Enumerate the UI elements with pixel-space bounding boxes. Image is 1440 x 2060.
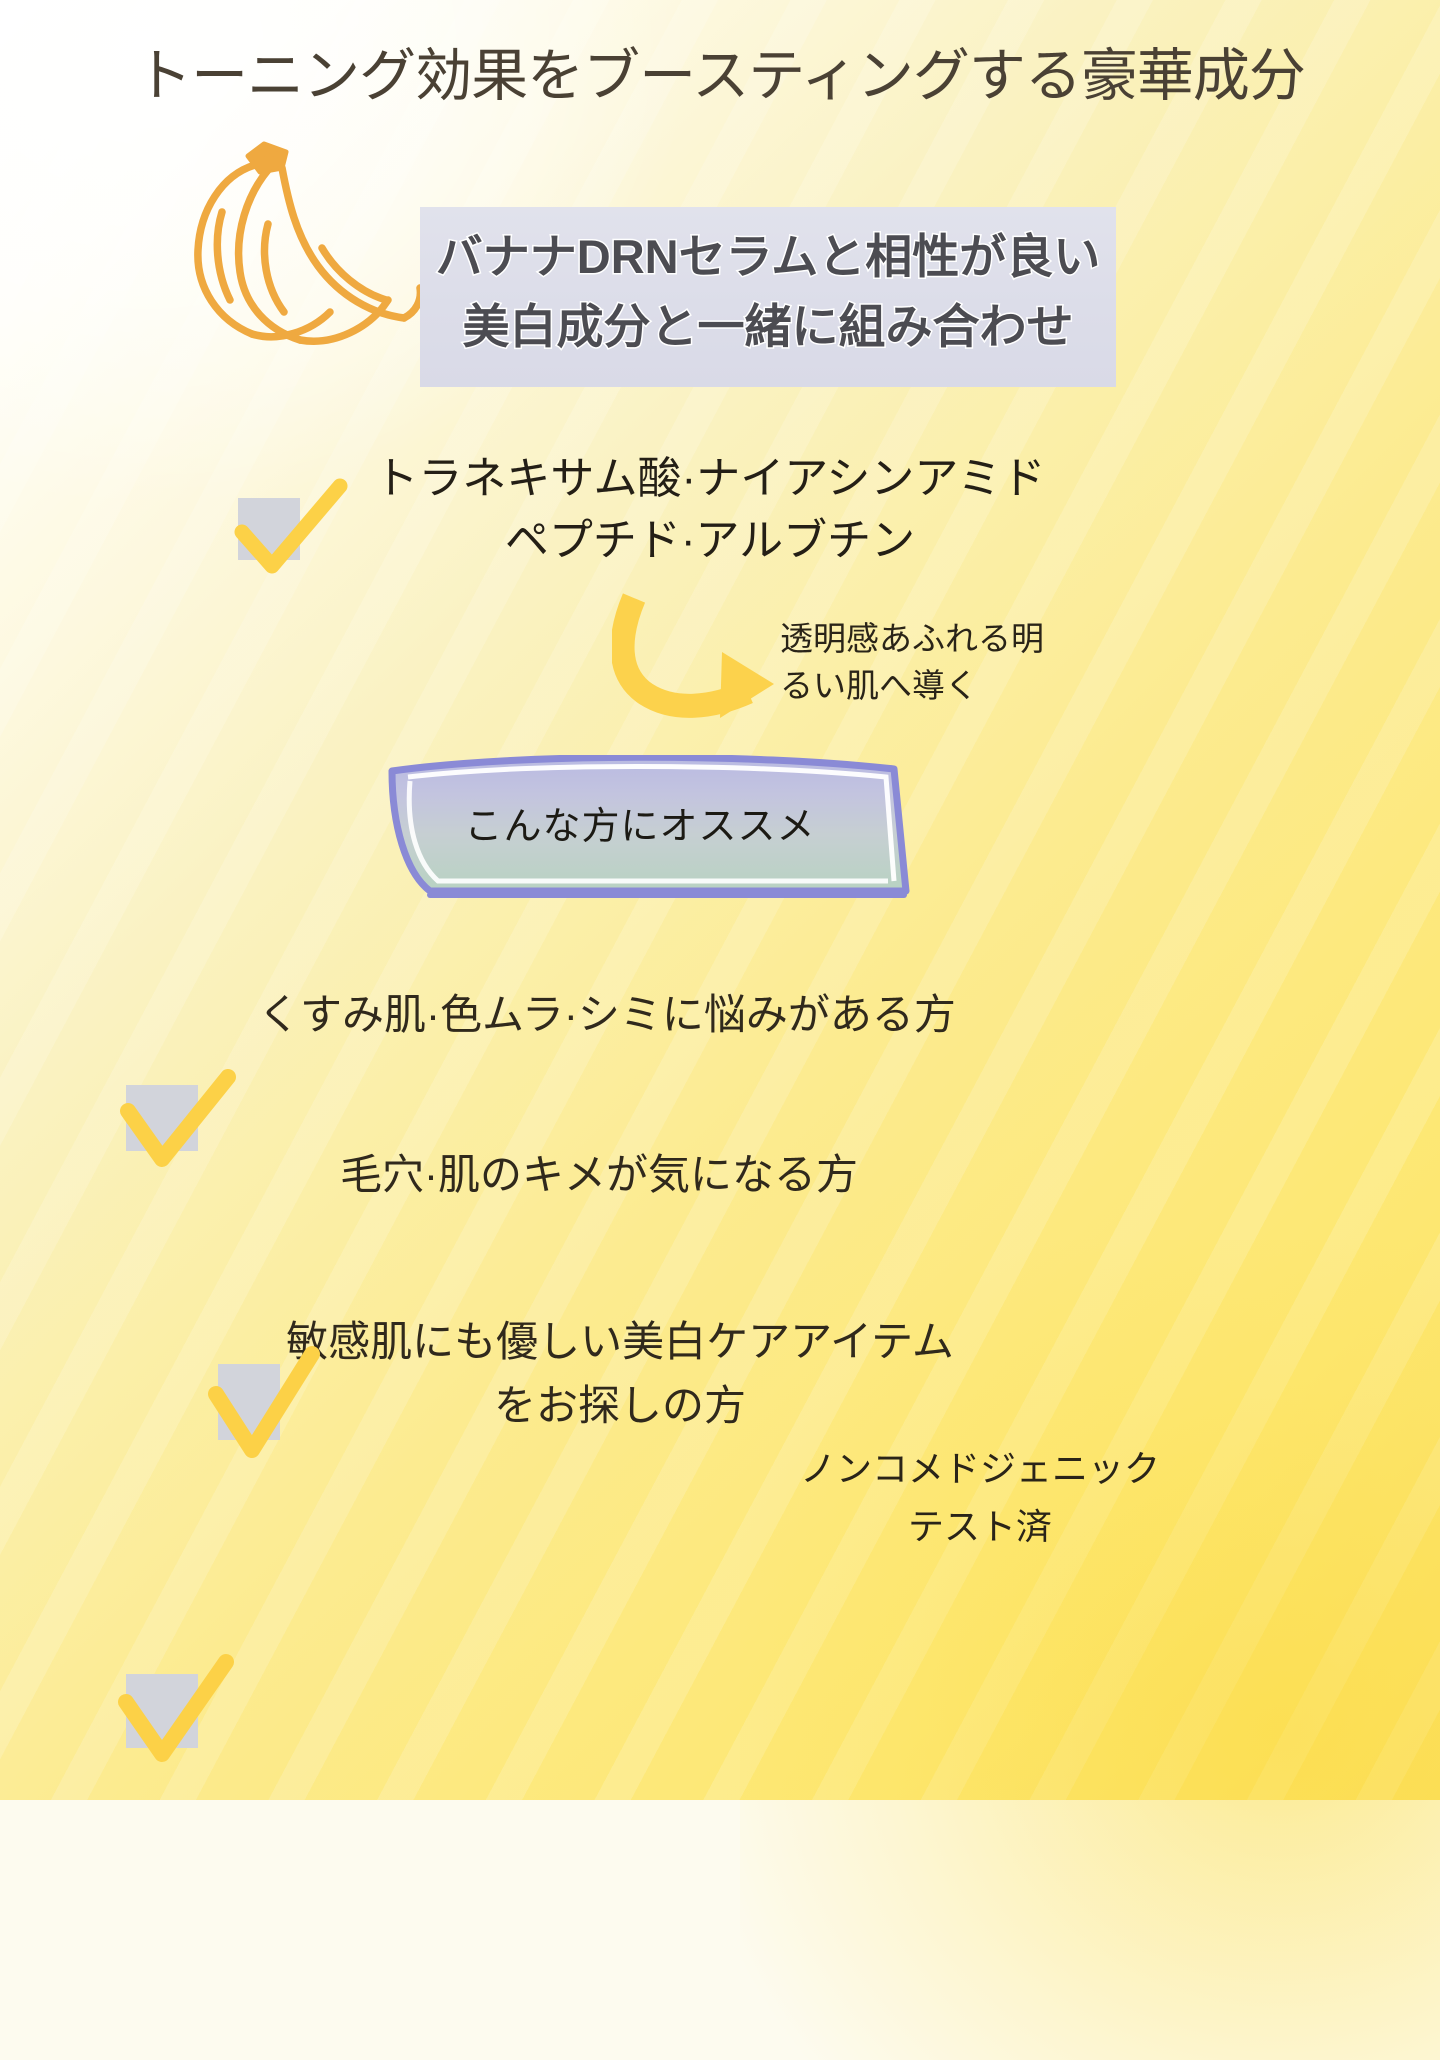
check-mark-icon-recommendation-2 — [208, 1346, 338, 1470]
ingredients-list: トラネキサム酸·ナイアシンアミド ペプチド·アルブチン — [330, 448, 1090, 572]
recommendation-ribbon-label: こんな方にオススメ — [464, 806, 816, 848]
highlight-line-2: 美白成分と一緒に組み合わせ — [461, 299, 1075, 355]
arrow-caption-line-1: 透明感あふれる明 — [780, 620, 1044, 657]
check-mark-icon-recommendation-1 — [118, 1069, 248, 1185]
ingredients-line-2: ペプチド·アルブチン — [504, 516, 916, 565]
footnote-non-comedogenic: ノンコメドジェニック テスト済 — [780, 1440, 1180, 1556]
recommendation-item-1: くすみ肌·色ムラ·シミに悩みがある方 — [258, 991, 956, 1038]
recommendation-item-2: 毛穴·肌のキメが気になる方 — [340, 1151, 858, 1198]
banana-bunch-icon — [160, 120, 425, 350]
recommendation-item-3: 敏感肌にも優しい美白ケアアイテム をお探しの方 — [250, 1310, 990, 1438]
check-mark-icon-ingredients — [228, 478, 358, 590]
recommendation-item-3-line-1: 敏感肌にも優しい美白ケアアイテム — [286, 1318, 954, 1365]
page-title: トーニング効果をブースティングする豪華成分 — [135, 44, 1306, 108]
arrow-caption: 透明感あふれる明 るい肌へ導く — [780, 615, 1090, 709]
footnote-line-2: テスト済 — [907, 1506, 1052, 1547]
ingredients-line-1: トラネキサム酸·ナイアシンアミド — [374, 454, 1046, 503]
highlight-box — [420, 207, 1116, 387]
arrow-caption-line-2: るい肌へ導く — [780, 667, 978, 704]
highlight-box-text: バナナDRNセラムと相性が良い 美白成分と一緒に組み合わせ — [420, 222, 1116, 362]
recommendation-ribbon-banner — [370, 753, 910, 905]
highlight-line-1: バナナDRNセラムと相性が良い — [434, 229, 1101, 285]
footnote-line-1: ノンコメドジェニック — [799, 1448, 1160, 1489]
curved-arrow-icon — [610, 592, 812, 732]
check-mark-icon-recommendation-3 — [118, 1654, 248, 1778]
recommendation-item-3-line-2: をお探しの方 — [493, 1382, 746, 1429]
